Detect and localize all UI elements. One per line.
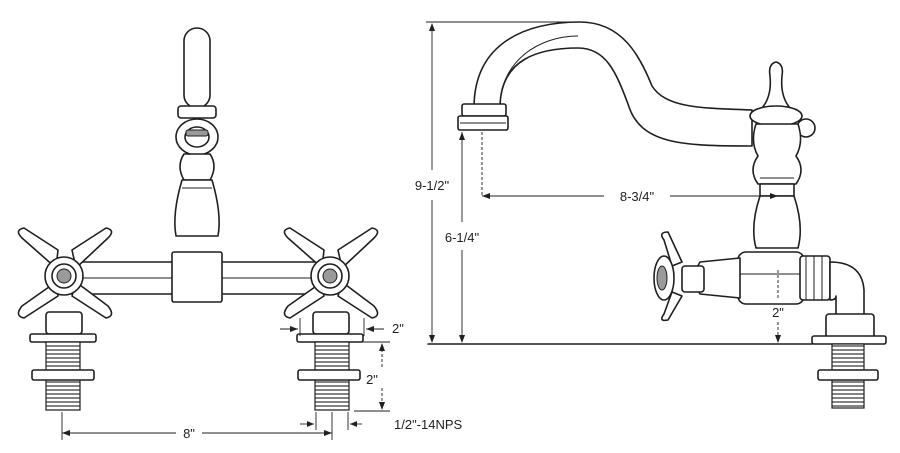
dimension-overall-height: 9-1/2" <box>415 21 580 343</box>
side-elbow <box>737 251 887 409</box>
front-view: 8" 2" 2" <box>17 27 463 441</box>
dimension-spread: 8" <box>61 412 333 441</box>
side-view: 9-1/2" 6-1/4" 8-3/4" 2" <box>415 21 887 409</box>
left-valve-shank <box>29 311 97 411</box>
side-spout <box>457 21 753 147</box>
thread-label: 1/2"-14NPS <box>394 417 463 432</box>
side-finial <box>749 61 816 138</box>
right-cross-handle <box>283 227 379 319</box>
dimension-spout-reach: 8-3/4" <box>481 132 778 204</box>
front-spout <box>174 27 220 237</box>
side-cross-handle <box>653 231 741 322</box>
shank-length-label: 2" <box>366 372 378 387</box>
front-bridge <box>69 251 321 303</box>
dimension-flange-gap: 2" <box>280 318 404 336</box>
dimension-wall-offset: 2" <box>772 270 784 343</box>
side-body <box>752 123 802 249</box>
dimension-spout-height: 6-1/4" <box>445 132 480 343</box>
dimension-shank-length: 2" <box>354 341 390 412</box>
flange-gap-label: 2" <box>392 321 404 336</box>
right-valve-shank <box>296 311 364 411</box>
spout-height-label: 6-1/4" <box>445 230 480 245</box>
overall-height-label: 9-1/2" <box>415 178 450 193</box>
wall-offset-label: 2" <box>772 305 784 320</box>
spread-label: 8" <box>183 426 195 441</box>
spout-reach-label: 8-3/4" <box>620 189 655 204</box>
dimension-thread: 1/2"-14NPS <box>300 412 463 432</box>
left-cross-handle <box>17 227 113 319</box>
